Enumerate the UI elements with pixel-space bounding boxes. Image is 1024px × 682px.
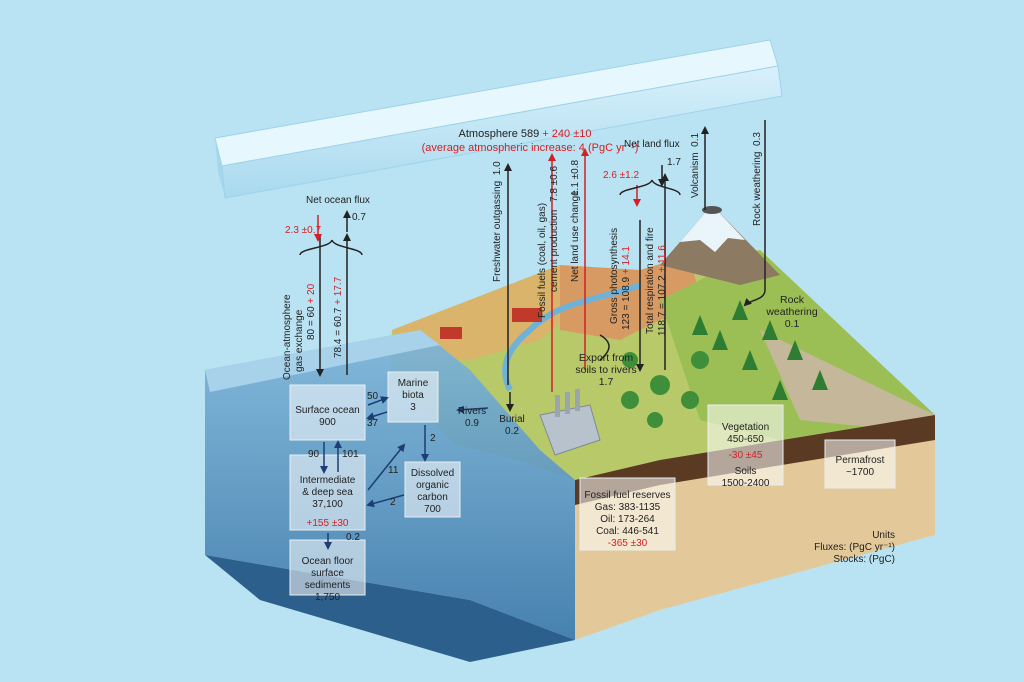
- land-surface: [390, 250, 935, 480]
- flux-surface-to-deep: 90: [308, 449, 320, 460]
- land-use-value: 1.1 ±0.8: [570, 159, 581, 196]
- volcano-mountain: [660, 205, 780, 285]
- flux-sediment: 0.2: [346, 532, 360, 543]
- ocean-exchange-down-value: 80 = 60 + 20: [306, 283, 317, 340]
- fossil-fuels-label-2: cement production: [549, 209, 560, 292]
- flux-braces: [299, 179, 681, 361]
- ocean-flux-arrows: [320, 396, 489, 550]
- flux-surface-to-biota: 50: [367, 391, 379, 402]
- fossil-fuels-label-1: Fossil fuels (coal, oil, gas): [537, 202, 548, 318]
- river: [502, 282, 642, 392]
- natural-flux-arrows: [316, 120, 766, 412]
- fossil-fuels-value: 7.8 ±0.6: [549, 165, 560, 202]
- deep-sea-change: +155 ±30: [306, 518, 349, 529]
- power-plant: [539, 389, 601, 456]
- ocean-exchange-label-1: Ocean-atmosphere: [282, 294, 293, 380]
- net-ocean-flux-label: Net ocean flux: [306, 195, 370, 206]
- units-fluxes: Fluxes: (PgC yr⁻¹): [814, 542, 895, 553]
- net-ocean-flux-down: 2.3 ±0.7: [285, 225, 322, 236]
- rock-weathering-flux: Rock weathering 0.3: [752, 132, 763, 226]
- units-title: Units: [872, 530, 895, 541]
- flux-deep-to-doc: 11: [388, 465, 399, 476]
- net-ocean-flux-up: 0.7: [352, 212, 366, 223]
- net-land-flux-down: 2.6 ±1.2: [603, 170, 640, 181]
- flux-deep-to-surface: 101: [342, 449, 359, 460]
- gross-photosynthesis-label: Gross photosynthesis: [609, 227, 620, 324]
- anthropogenic-flux-arrows: [314, 148, 641, 392]
- ocean-exchange-label-2: gas exchange: [294, 309, 305, 372]
- net-land-flux-label: Net land flux: [624, 139, 680, 150]
- respiration-label: Total respiration and fire: [645, 227, 656, 334]
- volcanism: Volcanism 0.1: [690, 132, 701, 198]
- units-stocks: Stocks: (PgC): [833, 554, 895, 565]
- land-use-label: Net land use change: [570, 190, 581, 282]
- atmosphere-subtitle: (average atmospheric increase: 4 (PgC yr…: [421, 142, 639, 154]
- atmosphere-slab: [214, 39, 783, 199]
- respiration-value: 118.7 = 107.2 + 11.6: [657, 245, 668, 336]
- flux-doc-to-deep: 2: [390, 497, 396, 508]
- atmosphere-title: Atmosphere 589 + 240 ±10: [458, 128, 592, 140]
- ocean-exchange-up-value: 78.4 = 60.7 + 17.7: [333, 276, 344, 358]
- flux-biota-to-surface: 37: [367, 418, 379, 429]
- forest: [621, 300, 828, 428]
- permafrost-box: Permafrost~1700: [835, 455, 885, 478]
- farm-truck: [440, 308, 542, 339]
- gross-photosynthesis-value: 123 = 108.9 + 14.1: [621, 246, 632, 330]
- storage-boxes: [289, 371, 896, 596]
- net-land-flux-up: 1.7: [667, 157, 681, 168]
- flux-biota-to-doc: 2: [430, 433, 436, 444]
- freshwater-outgassing: Freshwater outgassing 1.0: [492, 161, 503, 282]
